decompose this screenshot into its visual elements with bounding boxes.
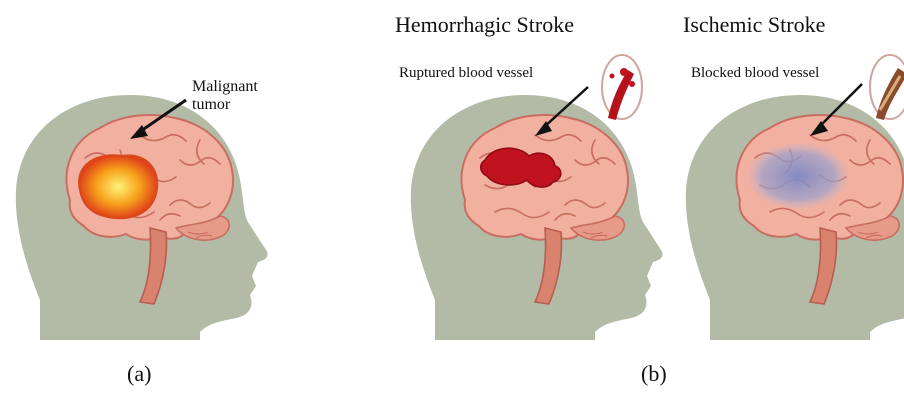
callout-line-1: Malignant [192,78,258,96]
ruptured-vessel-inset [602,55,642,120]
hemorrhagic-title: Hemorrhagic Stroke [395,12,574,38]
ruptured-vessel-label: Ruptured blood vessel [399,65,533,82]
head-hemorrhagic [411,95,663,340]
head-ischemic [686,95,904,340]
caption-b: (b) [641,361,667,387]
ischemic-area [746,142,850,210]
callout-line-2: tumor [192,96,258,114]
blocked-vessel-inset [870,55,904,120]
ischemic-title: Ischemic Stroke [683,12,825,38]
malignant-tumor-label: Malignant tumor [192,78,258,114]
caption-a: (a) [127,361,151,387]
malignant-tumor [79,155,157,218]
blocked-vessel-label: Blocked blood vessel [691,65,819,82]
